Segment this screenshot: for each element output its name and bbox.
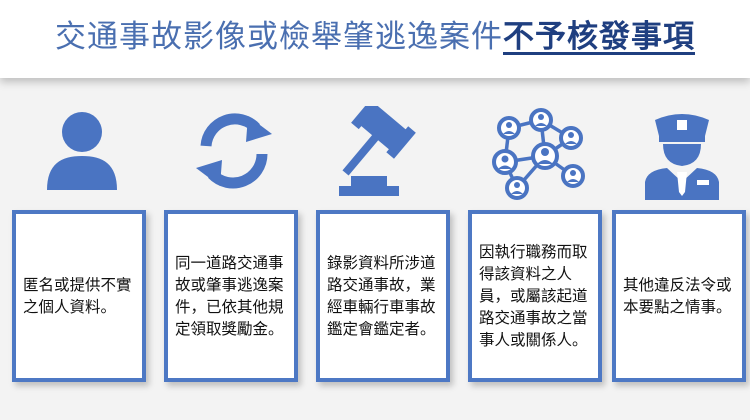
item-text: 匿名或提供不實之個人資料。 — [23, 276, 132, 316]
item-text: 因執行職務而取得該資料之人員，或屬該起道路交通事故之當事人或關係人。 — [479, 243, 588, 349]
item-card-other-violations: 其他違反法令或本要點之情事。 — [612, 210, 746, 382]
item-card-appraised: 錄影資料所涉道路交通事故，業經車輛行車事故鑑定會鑑定者。 — [316, 210, 450, 382]
title-main: 交通事故影像或檢舉肇逃逸案件 — [55, 19, 503, 55]
person-icon — [47, 112, 117, 190]
network-people-icon-wrap — [468, 102, 608, 212]
title-bar: 交通事故影像或檢舉肇逃逸案件不予核發事項 — [0, 0, 750, 78]
page-title: 交通事故影像或檢舉肇逃逸案件不予核發事項 — [0, 17, 750, 57]
item-card-related-persons: 因執行職務而取得該資料之人員，或屬該起道路交通事故之當事人或關係人。 — [468, 210, 602, 382]
gavel-icon-wrap — [316, 102, 456, 212]
refresh-cycle-icon — [196, 113, 272, 189]
police-officer-icon — [645, 114, 719, 200]
item-text: 錄影資料所涉道路交通事故，業經車輛行車事故鑑定會鑑定者。 — [327, 254, 436, 338]
item-text: 其他違反法令或本要點之情事。 — [623, 276, 732, 316]
network-people-icon — [492, 108, 585, 200]
item-card-duplicate-reward: 同一道路交通事故或肇事逃逸案件，已依其他規定領取獎勵金。 — [164, 210, 298, 382]
refresh-cycle-icon-wrap — [164, 102, 304, 212]
title-emphasis: 不予核發事項 — [503, 19, 695, 55]
police-officer-icon-wrap — [612, 102, 750, 212]
item-card-anonymous: 匿名或提供不實之個人資料。 — [12, 210, 146, 382]
item-text: 同一道路交通事故或肇事逃逸案件，已依其他規定領取獎勵金。 — [175, 254, 284, 338]
gavel-icon — [339, 106, 416, 196]
content-area: 匿名或提供不實之個人資料。 同一道路交通事故或肇事逃逸案件，已依其他規定領取獎勵… — [0, 78, 750, 420]
person-icon-wrap — [12, 102, 152, 212]
